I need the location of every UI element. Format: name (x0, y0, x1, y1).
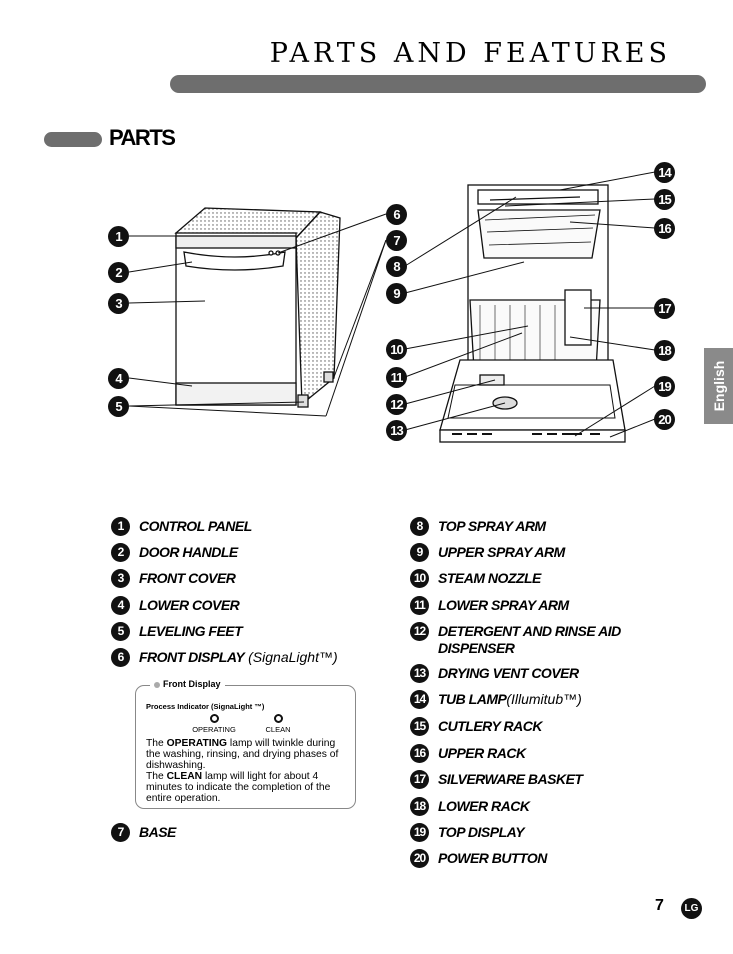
list-number: 20 (410, 849, 429, 868)
callout-1: 1 (108, 226, 129, 247)
callout-12: 12 (386, 394, 407, 415)
desc-text: lamp will light for about 4 minutes to i… (146, 771, 331, 804)
list-number: 16 (410, 744, 429, 763)
list-number: 3 (111, 569, 130, 588)
list-label: LEVELING FEET (139, 623, 243, 639)
list-number: 13 (410, 664, 429, 683)
list-label: DRYING VENT COVER (438, 665, 579, 681)
lamp-ring-icon (273, 714, 283, 723)
list-number: 15 (410, 717, 429, 736)
list-number: 9 (410, 543, 429, 562)
list-label: STEAM NOZZLE (438, 570, 541, 586)
list-number: 7 (111, 823, 130, 842)
list-number: 19 (410, 823, 429, 842)
operating-lamp: OPERATING (184, 714, 244, 734)
list-number: 10 (410, 569, 429, 588)
list-label: FRONT DISPLAY (SignaLight™) (139, 649, 338, 666)
callout-4: 4 (108, 368, 129, 389)
list-label: POWER BUTTON (438, 850, 547, 866)
section-pill (44, 132, 102, 147)
list-number: 8 (410, 517, 429, 536)
list-number: 11 (410, 596, 429, 615)
section-title: PARTS (109, 125, 176, 150)
callout-20: 20 (654, 409, 675, 430)
callout-14: 14 (654, 162, 675, 183)
callout-16: 16 (654, 218, 675, 239)
lg-logo-icon: LG (681, 898, 702, 919)
list-label: SILVERWARE BASKET (438, 771, 583, 787)
callout-10: 10 (386, 339, 407, 360)
lamp-label: OPERATING (192, 725, 236, 734)
list-label: LOWER SPRAY ARM (438, 597, 569, 613)
list-label: LOWER COVER (139, 597, 240, 613)
list-number: 17 (410, 770, 429, 789)
callout-17: 17 (654, 298, 675, 319)
list-label: CUTLERY RACK (438, 718, 542, 734)
callout-5: 5 (108, 396, 129, 417)
list-label: TUB LAMP(Illumitub™) (438, 691, 582, 708)
lamp-ring-icon (209, 714, 219, 723)
list-label: BASE (139, 824, 176, 840)
list-number: 18 (410, 797, 429, 816)
list-number: 12 (410, 622, 429, 641)
list-number: 6 (111, 648, 130, 667)
list-label: UPPER RACK (438, 745, 526, 761)
list-number: 5 (111, 622, 130, 641)
front-display-info-box: Front Display Process Indicator (SignaLi… (135, 679, 356, 809)
callout-3: 3 (108, 293, 129, 314)
list-label: FRONT COVER (139, 570, 236, 586)
desc-bold: OPERATING (166, 738, 228, 749)
bullet-icon (154, 681, 160, 688)
list-label: DETERGENT AND RINSE AID DISPENSER (438, 623, 621, 656)
list-label-note: (SignaLight™) (244, 649, 338, 665)
list-label: TOP SPRAY ARM (438, 518, 546, 534)
callout-18: 18 (654, 340, 675, 361)
list-label: DOOR HANDLE (139, 544, 238, 560)
list-label-text: FRONT DISPLAY (139, 649, 245, 665)
header-bar (170, 75, 706, 93)
desc-text: lamp will twinkle during the washing, ri… (146, 738, 339, 771)
callout-19: 19 (654, 376, 675, 397)
desc-text: The (146, 738, 167, 749)
list-number: 4 (111, 596, 130, 615)
list-label: CONTROL PANEL (139, 518, 252, 534)
info-box-title-text: Front Display (163, 679, 221, 689)
dishwasher-diagram (128, 171, 656, 443)
info-box-title: Front Display (150, 679, 225, 689)
lamp-label: CLEAN (265, 725, 291, 734)
list-label-text: TUB LAMP (438, 691, 507, 707)
list-number: 14 (410, 690, 429, 709)
clean-lamp: CLEAN (248, 714, 308, 734)
list-label: TOP DISPLAY (438, 824, 525, 840)
callout-6: 6 (386, 204, 407, 225)
callout-13: 13 (386, 420, 407, 441)
closed-dishwasher-illustration (174, 207, 341, 408)
list-number: 1 (111, 517, 130, 536)
callout-9: 9 (386, 283, 407, 304)
callout-2: 2 (108, 262, 129, 283)
desc-text: The (146, 771, 167, 782)
language-tab: English (704, 348, 733, 424)
callout-7: 7 (386, 230, 407, 251)
callout-8: 8 (386, 256, 407, 277)
desc-bold: CLEAN (166, 771, 203, 782)
callout-15: 15 (654, 189, 675, 210)
list-label-note: (Illumitub™) (506, 691, 582, 707)
list-label: UPPER SPRAY ARM (438, 544, 565, 560)
callout-11: 11 (386, 367, 407, 388)
info-box-subtitle: Process Indicator (SignaLight ™) (146, 702, 265, 711)
info-box-description: The OPERATING lamp will twinkle during t… (146, 738, 351, 804)
callout-leader-lines (128, 171, 656, 438)
list-label: LOWER RACK (438, 798, 530, 814)
page-number: 7 (655, 897, 664, 914)
list-number: 2 (111, 543, 130, 562)
page-header-title: PARTS AND FEATURES (269, 38, 671, 69)
